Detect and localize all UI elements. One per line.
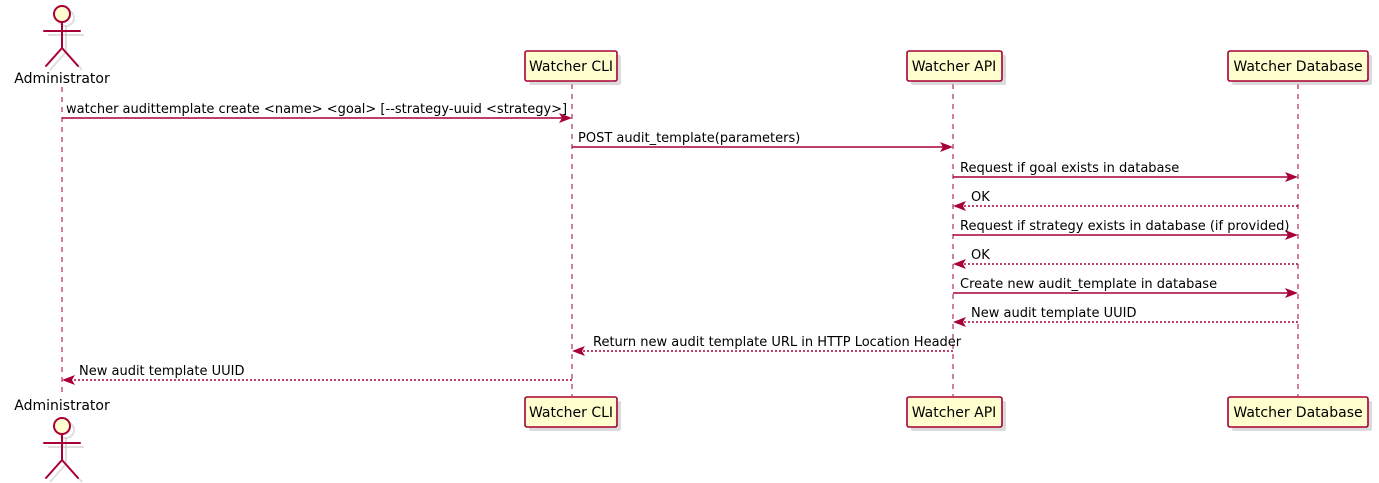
arrow-head-left-3 <box>953 201 966 211</box>
message-4[interactable]: Request if strategy exists in database (… <box>953 219 1298 240</box>
message-label-3: OK <box>971 190 990 205</box>
participant-watcher-database-bottom[interactable]: Watcher Database <box>1227 396 1372 431</box>
message-label-0: watcher audittemplate create <name> <goa… <box>66 102 567 117</box>
participant-label-watcher-api-top: Watcher API <box>912 59 997 75</box>
actor-right-leg-icon <box>61 47 79 67</box>
participant-label-watcher-database-bottom: Watcher Database <box>1233 405 1362 421</box>
participant-box-watcher-database-bottom[interactable] <box>1227 396 1369 428</box>
participant-watcher-api-bottom[interactable]: Watcher API <box>906 396 1006 431</box>
message-5[interactable]: OK <box>953 248 1298 269</box>
arrow-head-right-2 <box>1285 172 1298 182</box>
message-2[interactable]: Request if goal exists in database <box>953 161 1298 182</box>
message-label-2: Request if goal exists in database <box>960 161 1179 176</box>
lifelines <box>61 84 1299 396</box>
actor-label-administrator-bottom: Administrator <box>14 398 110 414</box>
message-label-4: Request if strategy exists in database (… <box>960 219 1289 234</box>
message-label-7: New audit template UUID <box>971 306 1136 321</box>
actor-head-icon <box>53 5 71 23</box>
message-label-8: Return new audit template URL in HTTP Lo… <box>593 335 962 350</box>
message-label-1: POST audit_template(parameters) <box>578 131 800 146</box>
actor-right-leg-icon-bottom <box>61 459 79 479</box>
message-3[interactable]: OK <box>953 190 1298 211</box>
arrow-head-right-6 <box>1285 288 1298 298</box>
actor-left-leg-icon-bottom <box>45 459 63 479</box>
message-7[interactable]: New audit template UUID <box>953 306 1298 327</box>
message-0[interactable]: watcher audittemplate create <name> <goa… <box>62 102 572 123</box>
message-label-9: New audit template UUID <box>79 364 244 379</box>
message-8[interactable]: Return new audit template URL in HTTP Lo… <box>572 335 962 356</box>
arrow-head-left-7 <box>953 317 966 327</box>
actor-label-administrator-top: Administrator <box>14 71 110 87</box>
arrow-head-left-5 <box>953 259 966 269</box>
arrow-head-right-1 <box>940 142 953 152</box>
participant-box-watcher-database-top[interactable] <box>1227 50 1369 82</box>
actor-head-icon-bottom <box>53 417 71 435</box>
participant-label-watcher-api-bottom: Watcher API <box>912 405 997 421</box>
arrow-head-left-8 <box>572 346 585 356</box>
participant-box-watcher-api-bottom[interactable] <box>906 396 1003 428</box>
message-6[interactable]: Create new audit_template in database <box>953 277 1298 298</box>
participant-watcher-database-top[interactable]: Watcher Database <box>1227 50 1372 85</box>
actor-administrator-bottom: Administrator <box>14 398 110 483</box>
message-label-5: OK <box>971 248 990 263</box>
actor-administrator-top: Administrator <box>14 5 110 87</box>
participant-box-watcher-cli-bottom[interactable] <box>524 396 618 428</box>
actor-left-leg-icon <box>45 47 63 67</box>
message-1[interactable]: POST audit_template(parameters) <box>572 131 953 152</box>
participant-watcher-cli-top[interactable]: Watcher CLI <box>524 50 621 85</box>
participant-watcher-cli-bottom[interactable]: Watcher CLI <box>524 396 621 431</box>
message-9[interactable]: New audit template UUID <box>62 364 572 385</box>
arrow-head-left-9 <box>62 375 75 385</box>
participant-label-watcher-cli-top: Watcher CLI <box>529 59 613 75</box>
arrow-head-right-4 <box>1285 230 1298 240</box>
participant-box-watcher-cli-top[interactable] <box>524 50 618 82</box>
arrow-head-right-0 <box>559 113 572 123</box>
participant-label-watcher-cli-bottom: Watcher CLI <box>529 405 613 421</box>
participant-label-watcher-database-top: Watcher Database <box>1233 59 1362 75</box>
participant-box-watcher-api-top[interactable] <box>906 50 1003 82</box>
message-label-6: Create new audit_template in database <box>960 277 1217 292</box>
participant-watcher-api-top[interactable]: Watcher API <box>906 50 1006 85</box>
